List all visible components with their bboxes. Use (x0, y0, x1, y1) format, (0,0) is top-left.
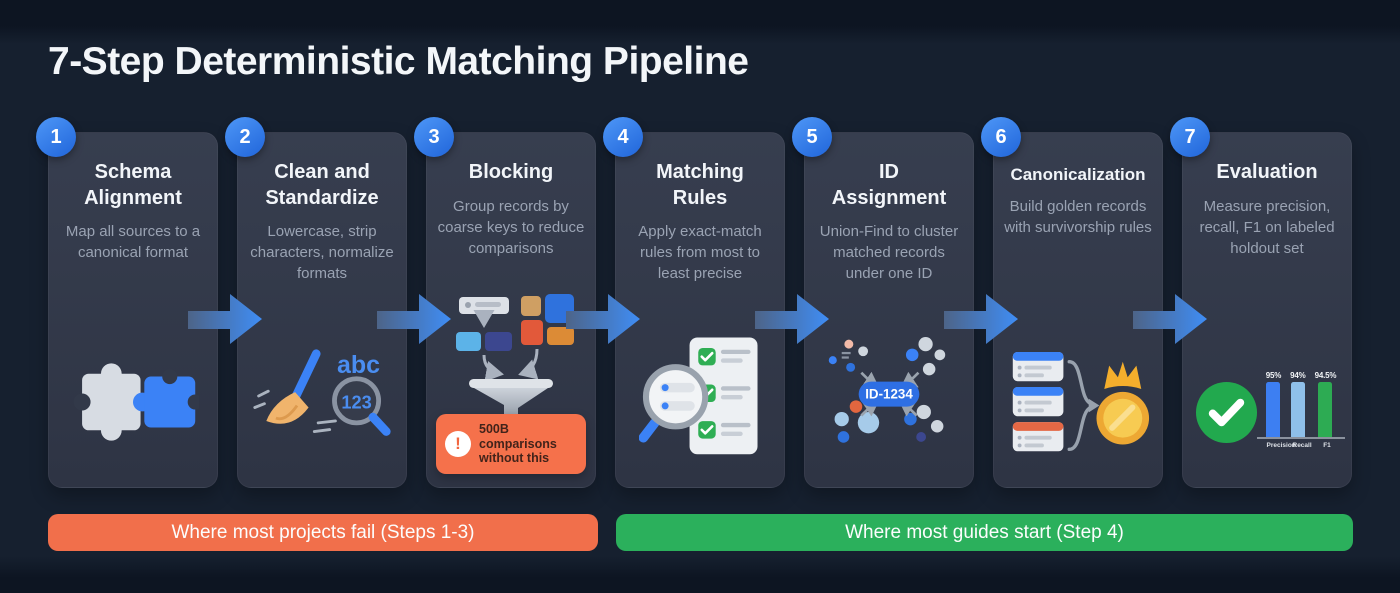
flow-arrow-icon (944, 294, 1018, 344)
step-description: Apply exact-match rules from most to lea… (638, 223, 762, 283)
step-number-badge: 4 (603, 117, 643, 157)
svg-text:123: 123 (341, 391, 371, 412)
step-number-badge: 5 (792, 117, 832, 157)
chart-bar-column: 94% (1290, 371, 1306, 437)
step-title: ID Assignment (831, 161, 947, 209)
bar-value-label: 94.5% (1314, 371, 1337, 380)
check-circle-icon (1195, 381, 1258, 444)
chart-bar-column: 95% (1266, 371, 1281, 437)
bar (1290, 382, 1305, 437)
flow-arrow-icon (1133, 294, 1207, 344)
flow-arrow-icon (755, 294, 829, 344)
step-card-evaluation: 7 Evaluation Measure precision, recall, … (1170, 117, 1352, 488)
bar-value-label: 95% (1265, 371, 1282, 380)
bar-value-label: 94% (1290, 371, 1306, 380)
fail-range-banner: Where most projects fail (Steps 1-3) (48, 514, 598, 551)
flow-arrow-icon (566, 294, 640, 344)
step-number-badge: 6 (981, 117, 1021, 157)
blocking-funnel-icon (456, 294, 574, 420)
step-number-badge: 2 (225, 117, 265, 157)
step-title: Matching Rules (656, 161, 744, 209)
step-card-blocking: 3 Blocking Group records by coarse keys … (414, 117, 640, 488)
step-number-badge: 7 (1170, 117, 1210, 157)
warning-callout: ! 500B comparisons without this (436, 413, 586, 474)
page-title: 7-Step Deterministic Matching Pipeline (48, 40, 749, 83)
step-card-id-assignment: 5 ID Assignment Union-Find to cluster ma… (792, 117, 1018, 488)
alert-icon: ! (445, 430, 471, 457)
step-title: Blocking (468, 161, 554, 183)
step-description: Group records by coarse keys to reduce c… (437, 197, 585, 257)
id-pill-label: ID-1234 (865, 387, 913, 402)
step-description: Map all sources to a canonical format (65, 223, 201, 262)
pipeline-cards: 1 Schema Alignment Map all sources to a … (36, 117, 1352, 488)
step-description: Measure precision, recall, F1 on labeled… (1199, 197, 1335, 257)
step-card-matching-rules: 4 Matching Rules Apply exact-match rules… (603, 117, 829, 488)
cluster-dots-icon: ID-1234 (828, 337, 946, 443)
step-card-schema-alignment: 1 Schema Alignment Map all sources to a … (36, 117, 262, 488)
step-title: Evaluation (1216, 161, 1318, 183)
chart-bar-column: 94.5% (1314, 371, 1337, 437)
puzzle-icon (73, 363, 199, 441)
step-title: Schema Alignment (84, 161, 182, 209)
step-description: Build golden records with survivorship r… (1004, 197, 1152, 236)
step-title: Clean and Standardize (265, 161, 379, 209)
broom-magnifier-icon: abc 123 (253, 349, 391, 436)
step-description: Union-Find to cluster matched records un… (819, 223, 959, 283)
flow-arrow-icon (188, 294, 262, 344)
svg-text:abc: abc (337, 351, 380, 379)
bar-category-label: Recall (1292, 442, 1312, 449)
step-number-badge: 3 (414, 117, 454, 157)
bar-category-label: F1 (1323, 442, 1331, 449)
step-card-clean-standardize: 2 Clean and Standardize Lowercase, strip… (225, 117, 451, 488)
bar (1318, 382, 1333, 437)
warning-callout-text: 500B comparisons without this (479, 421, 557, 466)
step-number-badge: 1 (36, 117, 76, 157)
start-range-banner: Where most guides start (Step 4) (616, 514, 1353, 551)
chart-bars: 95% 94% 94.5% (1257, 371, 1345, 439)
golden-record-medal-icon (1012, 351, 1150, 452)
bar-category-label: Precision (1266, 442, 1296, 449)
flow-arrow-icon (377, 294, 451, 344)
step-title: Canonicalization (1010, 165, 1146, 184)
checklist-magnifier-icon (639, 337, 758, 455)
step-description: Lowercase, strip characters, normalize f… (250, 223, 394, 283)
bar (1266, 382, 1281, 437)
step-card-canonicalization: 6 Canonicalization Build golden records … (981, 117, 1207, 488)
